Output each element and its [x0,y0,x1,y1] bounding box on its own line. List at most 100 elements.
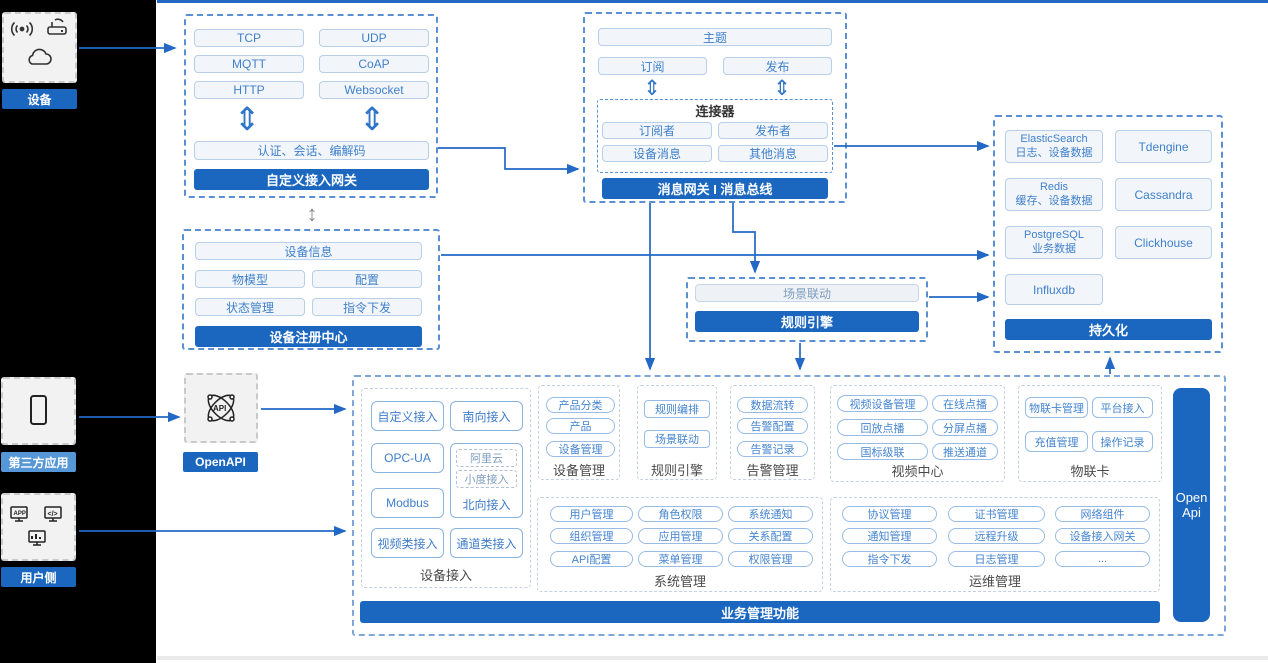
notice-mgmt-button: 通知管理 [842,528,937,544]
rule-orchestration-button: 规则编排 [644,400,710,418]
svg-text:</>: </> [48,511,58,518]
alarm-label: 告警管理 [746,462,799,478]
permission-mgmt-button: 权限管理 [728,551,813,567]
open-api-line2: Api [1182,505,1201,520]
signal-icon [10,21,34,37]
custom-access-button: 自定义接入 [371,401,444,431]
router-icon [47,18,67,35]
protocol-mqtt: MQTT [194,55,304,73]
protocol-coap: CoAP [319,55,429,73]
api-config-button: API配置 [550,551,633,567]
remote-upgrade-button: 远程升级 [948,528,1045,544]
ops-mgmt-label: 运维管理 [968,573,1021,589]
protocol-websocket: Websocket [319,81,429,99]
org-mgmt-button: 组织管理 [550,528,633,544]
third-party-group-box [1,377,76,445]
topic-button: 主题 [598,28,832,46]
user-mgmt-button: 用户管理 [550,506,633,522]
store-tdengine: Tdengine [1115,130,1212,163]
store-cassandra: Cassandra [1115,178,1212,211]
gb-cascade-button: 国标级联 [837,443,928,460]
system-mgmt-label: 系统管理 [653,573,706,589]
log-mgmt-button: 日志管理 [948,551,1045,567]
message-bus-title-bar: 消息网关 I 消息总线 [602,178,828,199]
command-button: 指令下发 [312,298,422,316]
online-play-button: 在线点播 [932,395,998,412]
device-info-button: 设备信息 [195,242,422,260]
code-window-icon: </> [44,506,62,522]
iot-card-mgmt-button: 物联卡管理 [1025,397,1088,418]
api-atom-icon: API [207,394,235,422]
open-api-line1: Open [1175,490,1208,505]
subscribe-button: 订阅 [598,57,707,75]
playback-button: 回放点播 [837,419,928,436]
device-mgmt-label: 设备管理 [552,462,605,478]
store-influxdb: Influxdb [1005,274,1103,305]
status-mgmt-button: 状态管理 [195,298,305,316]
recharge-mgmt-button: 充值管理 [1025,431,1088,452]
updown-double-arrow-icon: ⇕ [233,101,261,137]
aliyun-button: 阿里云 [456,449,517,467]
opcua-button: OPC-UA [371,443,444,473]
south-access-button: 南向接入 [450,401,523,431]
device-message-button: 设备消息 [602,145,712,162]
channel-access-button: 通道类接入 [450,528,523,558]
business-title-bar: 业务管理功能 [360,601,1160,623]
product-button: 产品 [546,418,615,434]
updown-double-arrow-icon: ⇕ [643,76,661,100]
other-message-button: 其他消息 [718,145,828,162]
openapi-badge: OpenAPI [183,452,258,472]
cert-mgmt-button: 证书管理 [948,506,1045,522]
user-side-icons: APP </> [10,506,62,546]
app-mgmt-button: 应用管理 [638,528,723,544]
app-window-icon: APP [10,506,28,522]
registry-title-bar: 设备注册中心 [195,326,422,347]
menu-mgmt-button: 菜单管理 [638,551,723,567]
device-group-box [2,12,77,83]
config-button: 配置 [312,270,422,288]
operation-record-button: 操作记录 [1092,431,1153,452]
updown-double-arrow-icon: ⇕ [773,76,791,100]
connector-title: 连接器 [695,103,735,119]
third-party-icons [30,395,47,425]
modbus-button: Modbus [371,488,444,518]
splitscreen-button: 分屏点播 [932,419,998,436]
user-side-badge: 用户侧 [1,567,76,587]
video-center-label: 视频中心 [891,463,944,479]
more-button: ... [1055,551,1150,567]
updown-arrow-icon: ↕ [306,201,318,226]
open-api-bar: Open Api [1173,388,1210,622]
updown-double-arrow-icon: ⇕ [358,101,386,137]
product-category-button: 产品分类 [546,397,615,413]
subscriber-button: 订阅者 [602,122,712,139]
push-channel-button: 推送通道 [932,443,998,460]
device-badge: 设备 [2,89,77,109]
gateway-middleware: 认证、会话、编解码 [194,141,429,160]
protocol-udp: UDP [319,29,429,47]
data-flow-button: 数据流转 [737,397,808,413]
third-party-badge: 第三方应用 [1,452,76,472]
platform-access-button: 平台接入 [1092,397,1153,418]
role-permission-button: 角色权限 [638,506,723,522]
store-name: ElasticSearch [1020,133,1088,146]
cloud-icon [28,48,52,65]
iot-card-label: 物联卡 [1070,463,1110,479]
phone-icon [30,395,47,425]
scene-linkage-button: 场景联动 [644,430,710,448]
video-access-button: 视频类接入 [371,528,444,558]
command-issue-button: 指令下发 [842,551,937,567]
protocol-http: HTTP [194,81,304,99]
store-desc: 日志、设备数据 [1015,146,1093,159]
device-gateway-button: 设备接入网关 [1055,528,1150,544]
store-desc: 缓存、设备数据 [1015,194,1093,207]
persistence-title-bar: 持久化 [1005,319,1212,340]
svg-text:APP: APP [14,511,26,517]
network-component-button: 网络组件 [1055,506,1150,522]
relation-config-button: 关系配置 [728,528,813,544]
publisher-button: 发布者 [718,122,828,139]
svg-text:API: API [213,404,226,413]
user-side-group-box: APP </> [1,493,76,561]
